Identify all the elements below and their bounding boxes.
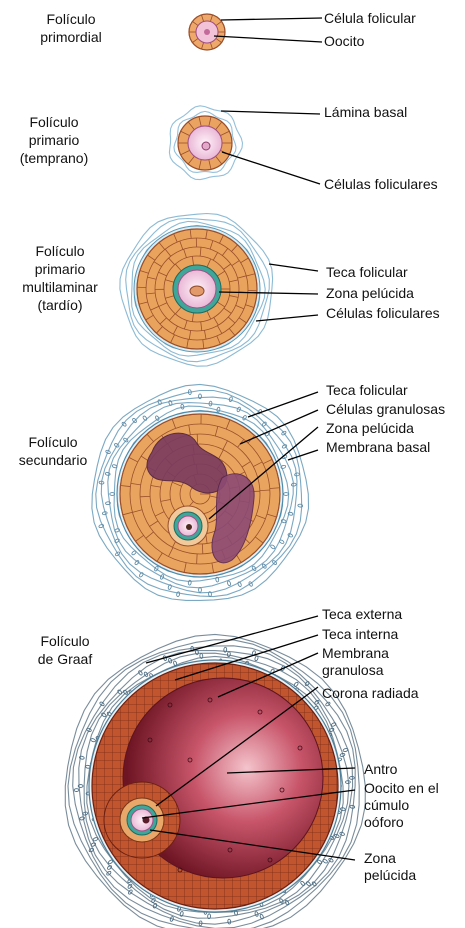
label-graaf-4: Antro: [364, 761, 397, 778]
label-graaf-0: Teca externa: [322, 606, 402, 623]
secondary-granulosa: [120, 414, 280, 574]
teca-cells: [173, 661, 177, 666]
teca-cells: [300, 881, 305, 886]
teca-cells: [331, 722, 337, 727]
leader-line: [288, 450, 318, 460]
label-primario-tardio-1: Zona pelúcida: [326, 285, 414, 302]
theca-cells: [294, 473, 299, 477]
teca-cells: [339, 832, 344, 836]
teca-cells: [90, 738, 95, 742]
theca-cells: [227, 581, 231, 586]
teca-cells: [306, 881, 311, 886]
teca-cells: [350, 805, 355, 809]
label-primordial-0: Célula folicular: [324, 10, 416, 27]
label-primario-temprano-1: Células foliculares: [324, 176, 438, 193]
teca-cells: [91, 842, 97, 847]
leader-line: [256, 315, 318, 321]
label-graaf-1: Teca interna: [322, 626, 398, 643]
theca-cells: [284, 493, 289, 496]
teca-cells: [101, 712, 107, 717]
theca-cells: [181, 404, 185, 409]
theca-cells: [142, 415, 147, 421]
teca-cells: [227, 652, 230, 657]
theca-cells: [279, 539, 285, 544]
label-secundario-0: Teca folicular: [326, 382, 408, 399]
teca-cells: [107, 865, 113, 870]
theca-cells: [102, 511, 107, 515]
stage-name-primario-temprano: Folículoprimario(temprano): [2, 113, 106, 167]
theca-cells: [168, 584, 172, 589]
stage-name-graaf: Folículode Graaf: [20, 632, 110, 668]
teca-cells: [317, 859, 323, 864]
theca-cells: [112, 464, 117, 468]
label-graaf-3: Corona radiada: [322, 685, 419, 702]
primary-early-nucleus: [202, 142, 210, 150]
label-primario-tardio-2: Células foliculares: [326, 305, 440, 322]
leader-line: [221, 18, 322, 20]
label-secundario-1: Células granulosas: [326, 401, 445, 418]
theca-cells: [131, 550, 136, 555]
teca-cells: [138, 670, 143, 676]
leader-line: [222, 152, 320, 184]
theca-cells: [270, 544, 276, 549]
teca-cells: [305, 681, 310, 686]
theca-cells: [291, 483, 296, 486]
theca-cells: [114, 538, 120, 543]
teca-cells: [228, 919, 231, 924]
teca-cells: [322, 859, 328, 864]
theca-cells: [262, 421, 267, 426]
teca-cells: [117, 689, 122, 694]
theca-cells: [139, 572, 144, 578]
label-secundario-3: Membrana basal: [326, 439, 430, 456]
teca-cells: [294, 682, 299, 687]
graaf-oocyte: [131, 809, 153, 831]
leader-line: [221, 111, 320, 114]
theca-cells: [217, 407, 221, 412]
leader-line: [269, 264, 318, 271]
theca-cells: [114, 528, 120, 533]
label-primario-temprano-0: Lámina basal: [324, 104, 407, 121]
teca-cells: [254, 656, 258, 661]
primordial-nucleus: [204, 29, 210, 35]
teca-cells: [343, 748, 348, 752]
secondary-nucleus: [186, 524, 192, 530]
theca-cells: [237, 582, 242, 588]
teca-cells: [260, 914, 264, 919]
teca-cells: [312, 881, 317, 886]
label-primario-tardio-0: Teca folicular: [326, 264, 408, 281]
primary-late-nucleus: [190, 286, 204, 296]
stage-name-primario-tardio: Folículoprimariomultilaminar(tardío): [10, 242, 110, 314]
leader-line: [214, 36, 322, 42]
label-secundario-2: Zona pelúcida: [326, 420, 414, 437]
label-primordial-1: Oocito: [324, 33, 364, 50]
theca-cells: [105, 472, 110, 476]
teca-cells: [127, 884, 132, 889]
teca-cells: [255, 911, 259, 916]
teca-cells: [93, 837, 99, 842]
teca-cells: [340, 807, 345, 811]
secondary-granulosa-cell-wall: [260, 490, 270, 491]
teca-cells: [74, 789, 79, 792]
